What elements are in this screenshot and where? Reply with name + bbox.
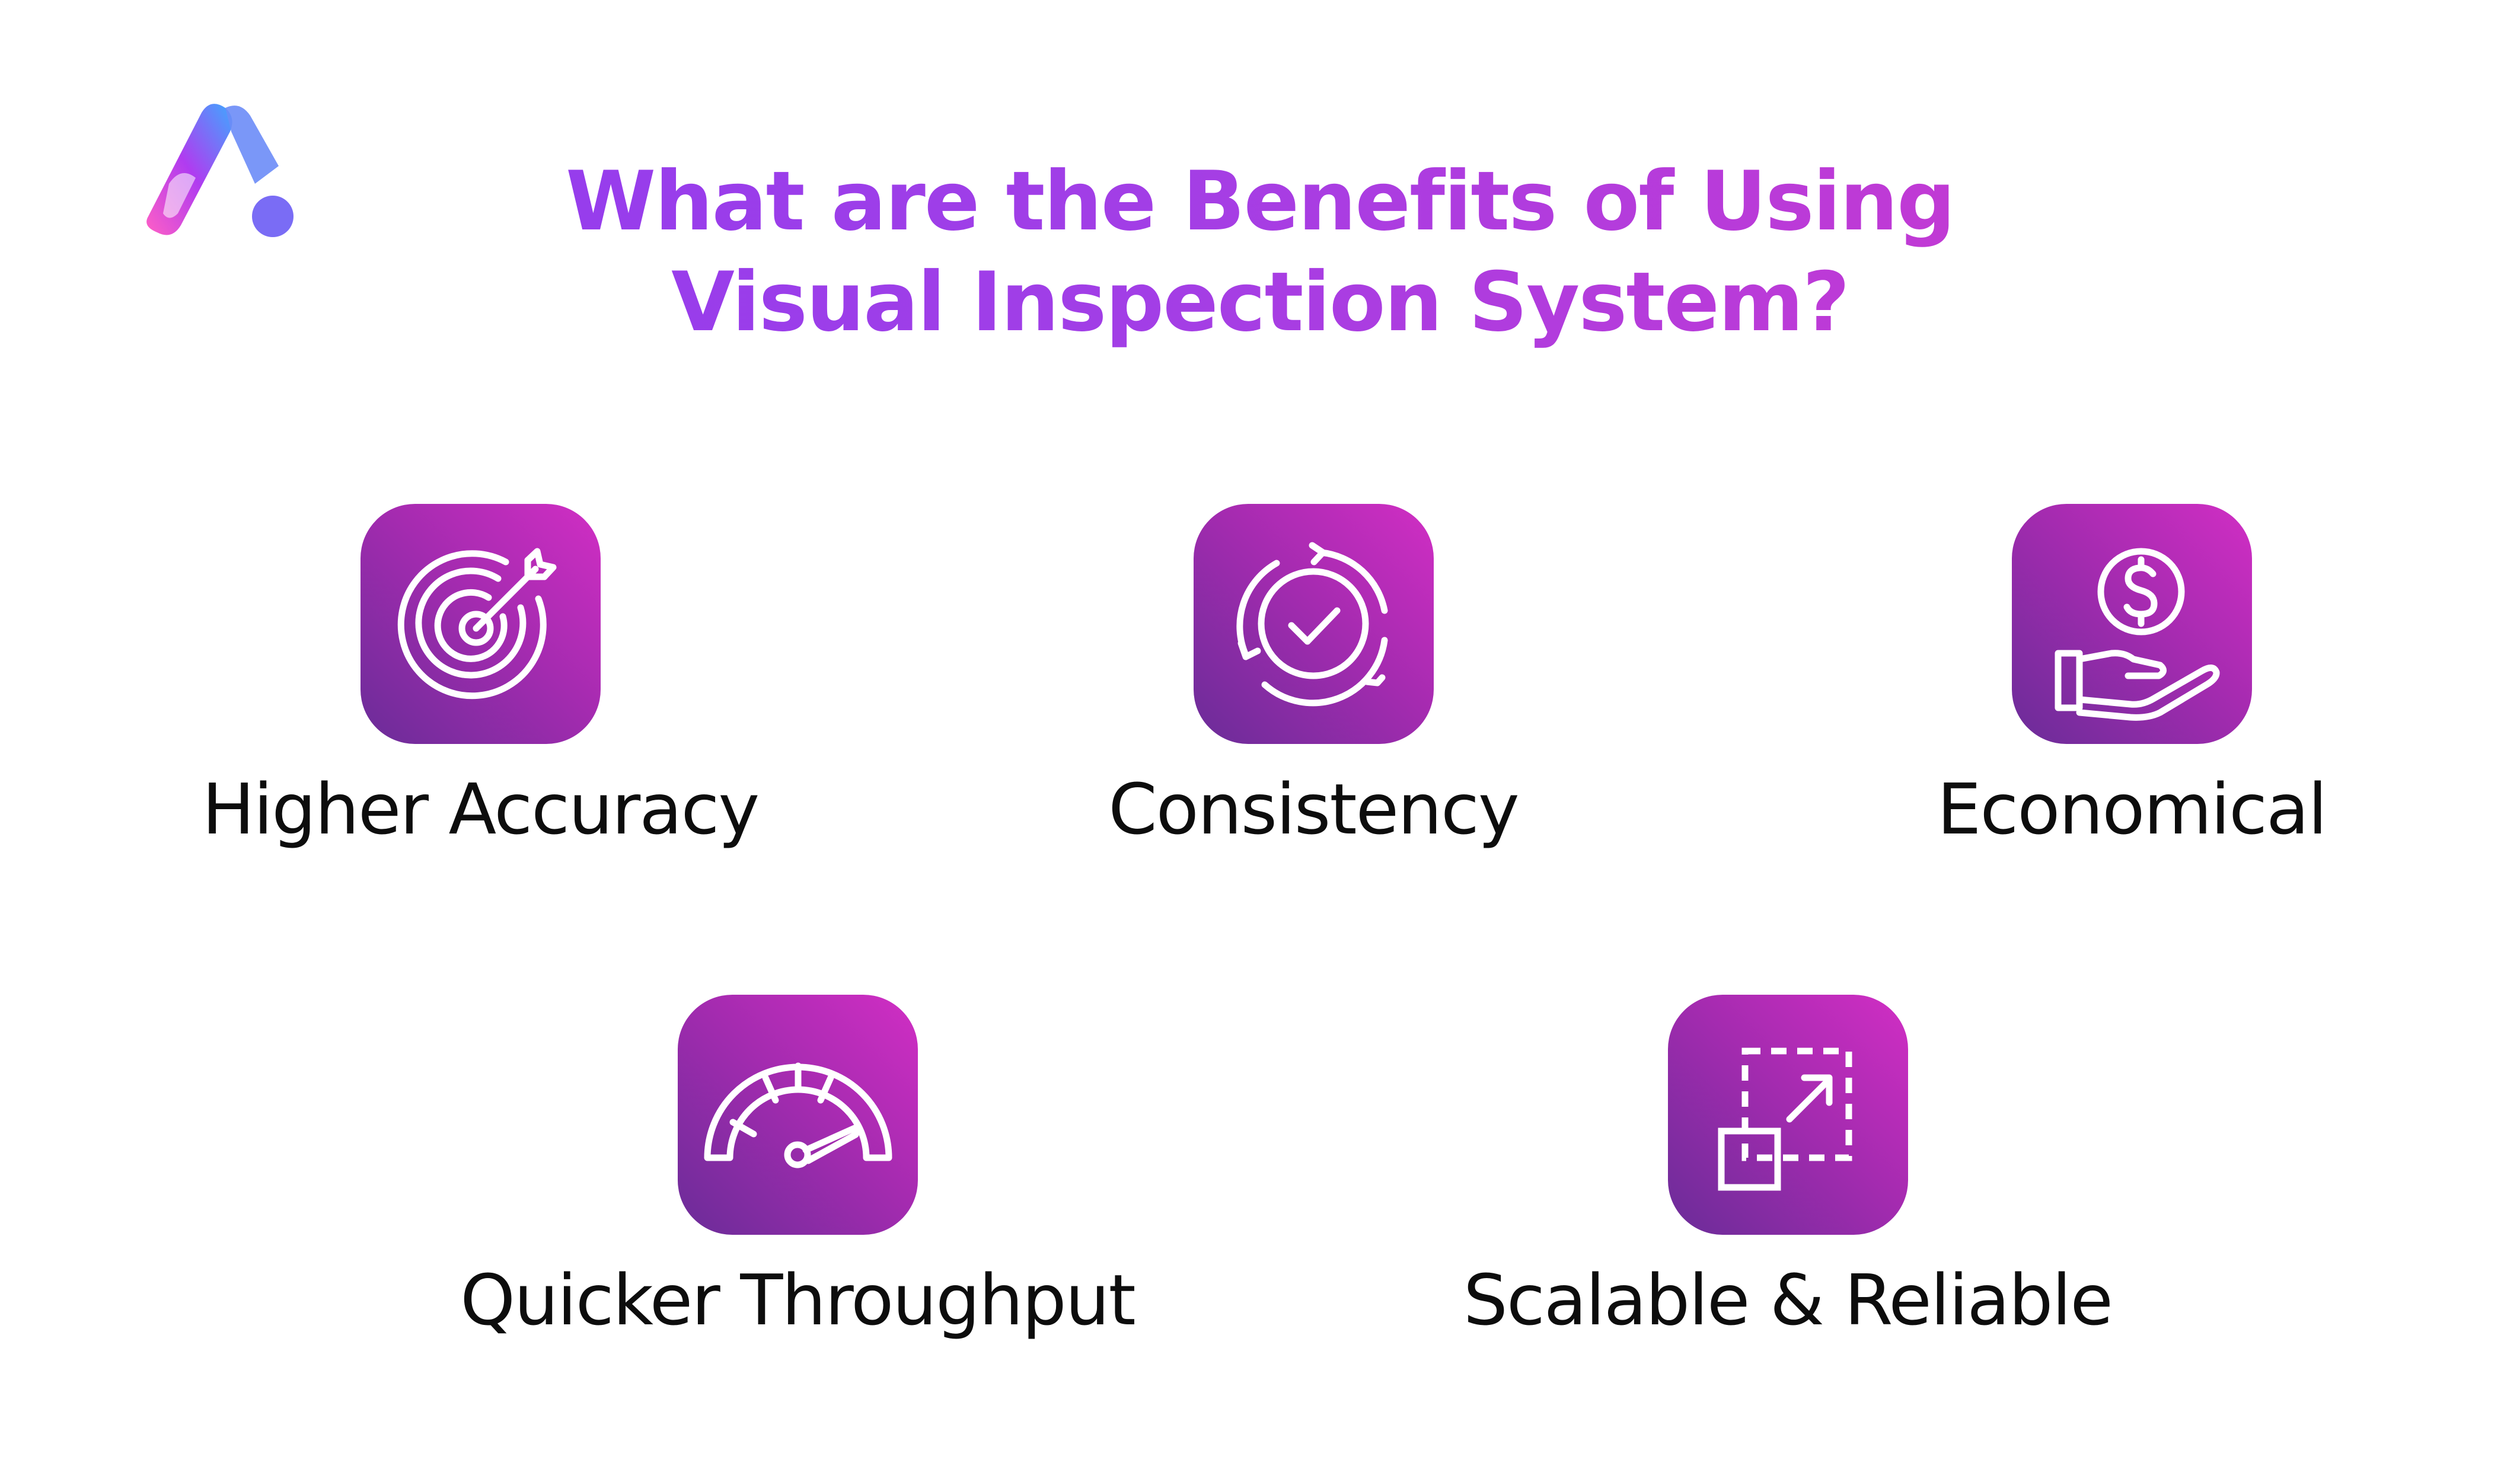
icon-tile (1668, 995, 1908, 1235)
cycle-check-icon (1236, 542, 1388, 707)
benefit-higher-accuracy: Higher Accuracy (95, 504, 866, 943)
brand-logo (146, 104, 294, 237)
title-line-1: What are the Benefits of Using (566, 154, 1954, 249)
benefit-label: Higher Accuracy (202, 768, 760, 850)
icon-tile (361, 504, 601, 744)
speedometer-icon (704, 1062, 892, 1168)
target-arrow-icon (397, 548, 557, 700)
benefit-label: Scalable & Reliable (1463, 1259, 2113, 1341)
benefit-label: Economical (1937, 768, 2327, 850)
icon-tile (1194, 504, 1434, 744)
icon-tile (2012, 504, 2252, 744)
benefit-label: Consistency (1108, 768, 1519, 850)
page-title: What are the Benefits of Using Visual In… (0, 151, 2520, 353)
hand-coin-icon (2055, 548, 2220, 721)
scale-up-icon (1718, 1047, 1852, 1191)
title-line-2: Visual Inspection System? (671, 254, 1849, 350)
benefit-scalable-reliable: Scalable & Reliable (1402, 995, 2173, 1433)
benefit-economical: Economical (1746, 504, 2517, 943)
benefit-quicker-throughput: Quicker Throughput (412, 995, 1183, 1433)
icon-tile (678, 995, 918, 1235)
benefit-label: Quicker Throughput (460, 1259, 1136, 1341)
benefit-consistency: Consistency (928, 504, 1699, 943)
